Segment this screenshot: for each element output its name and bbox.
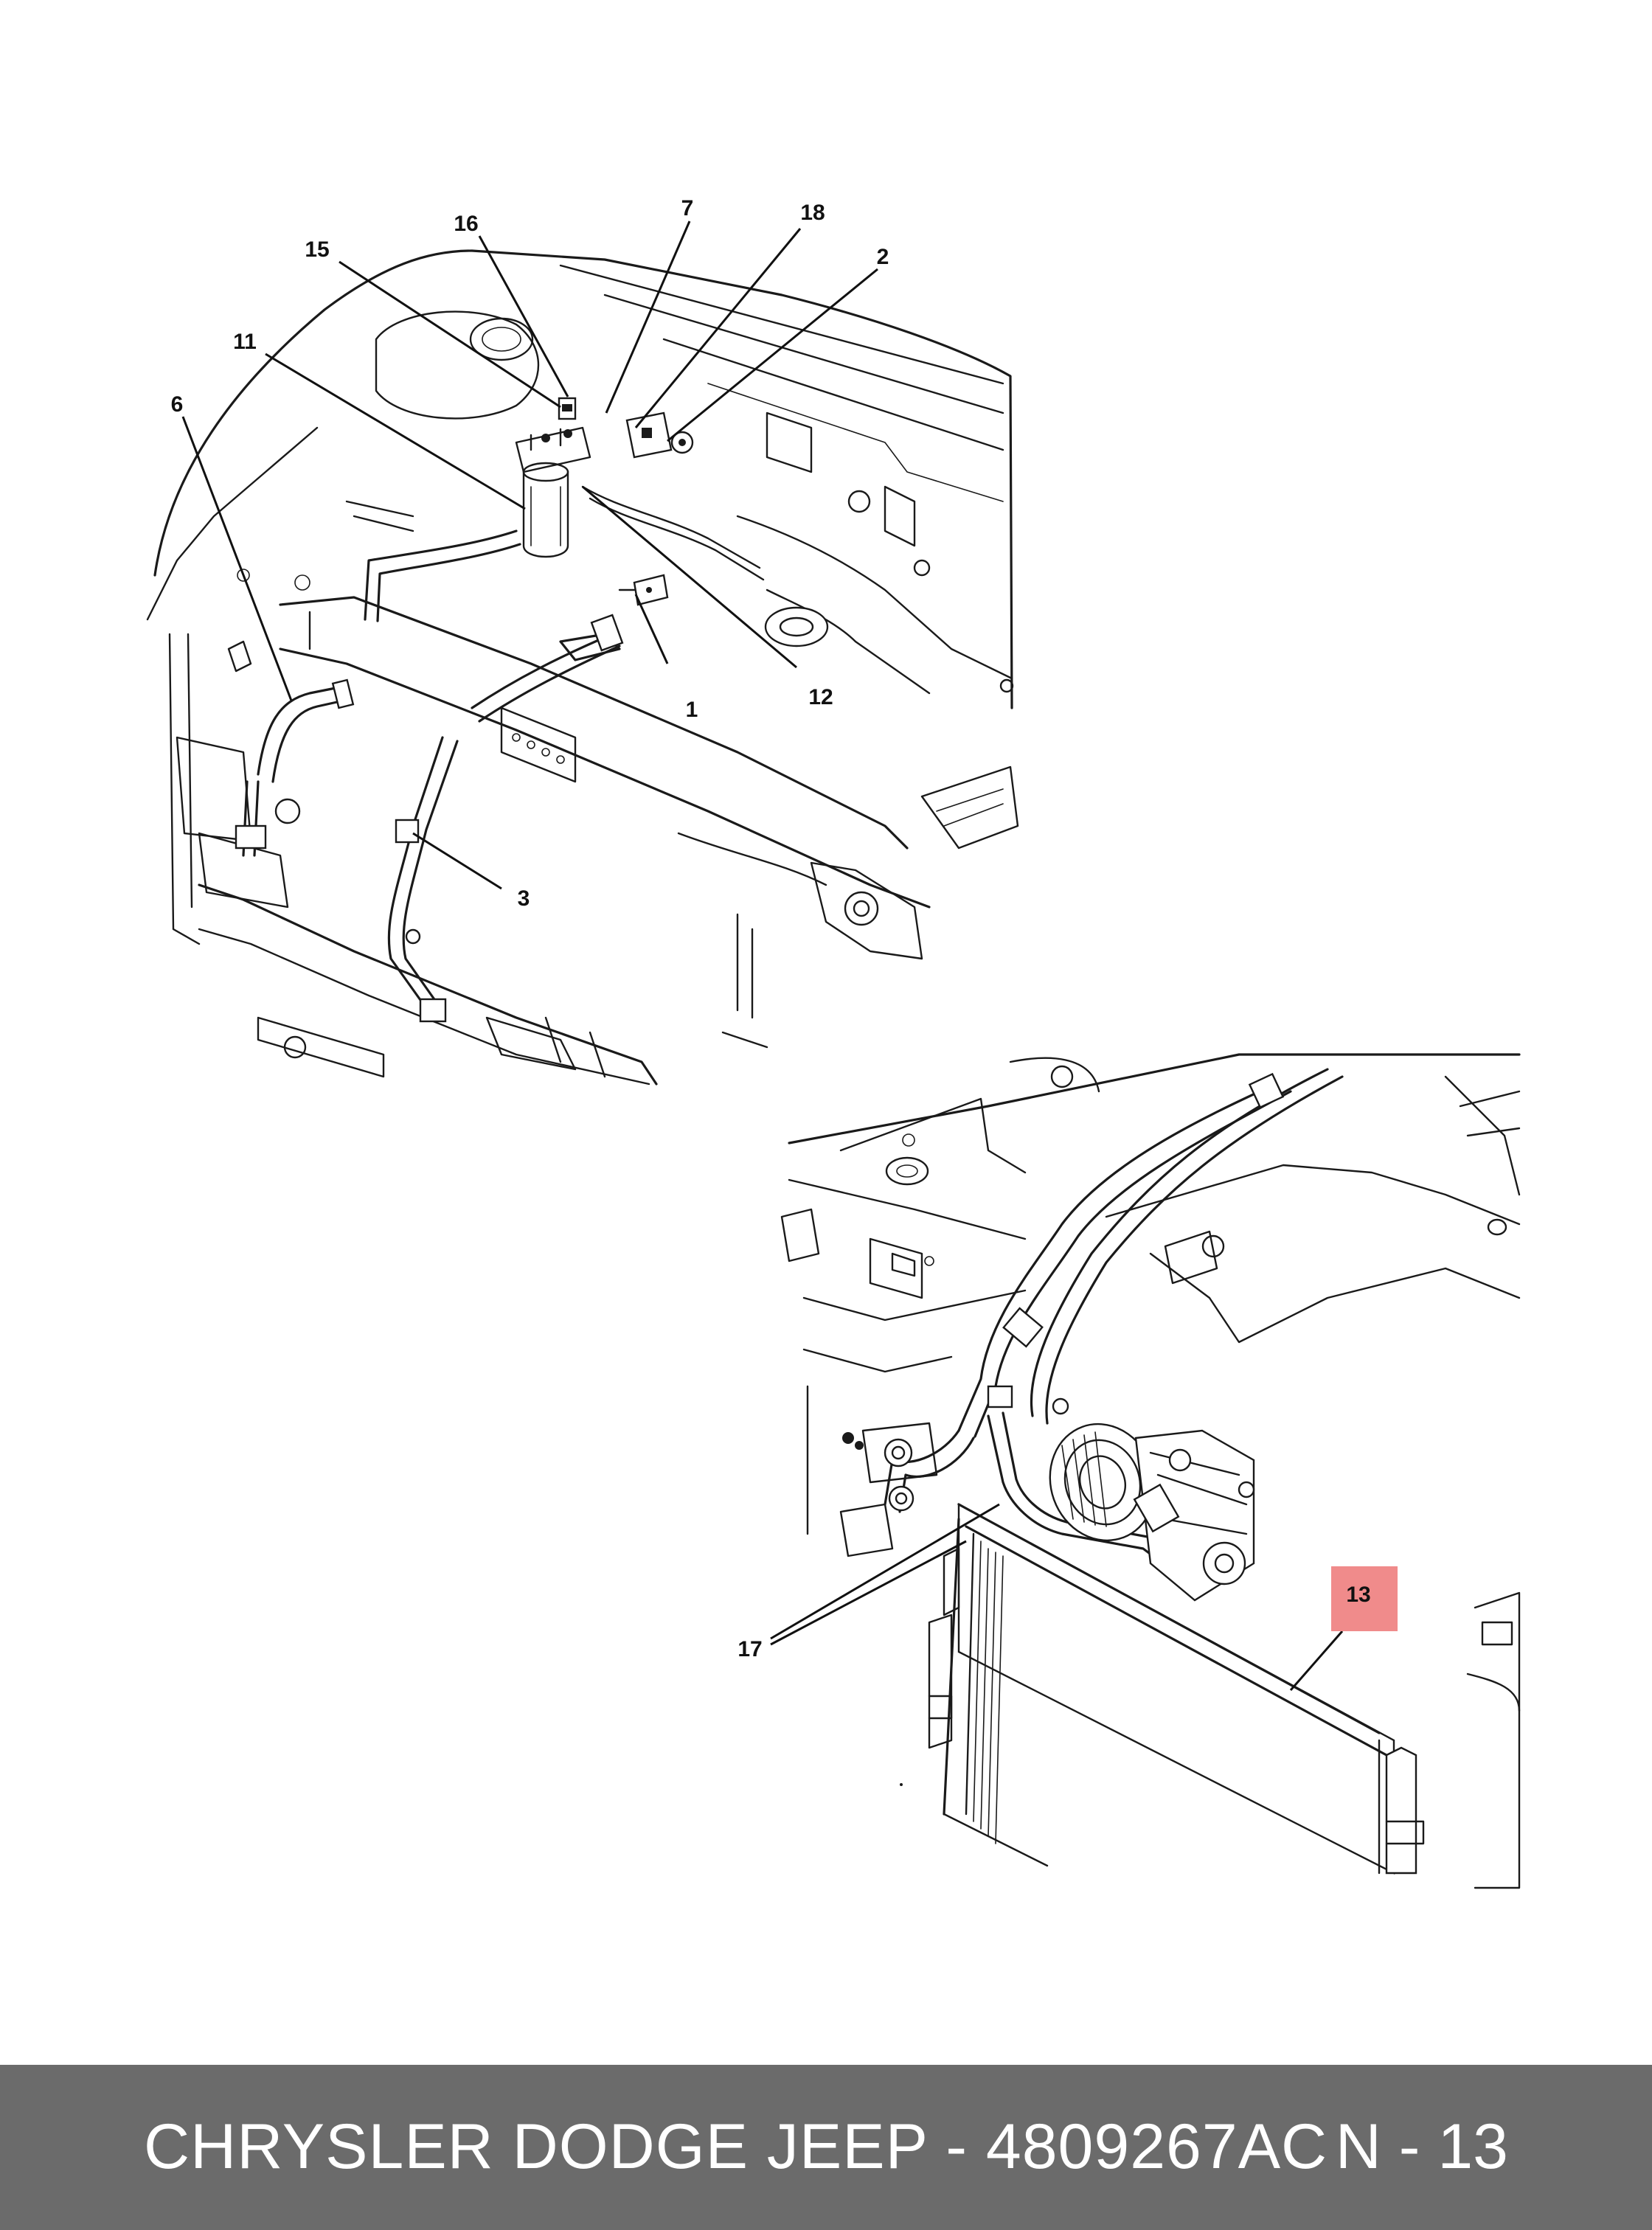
footer-diagram-code: N - 13 — [1335, 2111, 1508, 2182]
callout-11: 11 — [233, 330, 257, 354]
callout-3: 3 — [518, 886, 530, 911]
footer-bar: CHRYSLER DODGE JEEP - 4809267AC N - 13 — [0, 2065, 1652, 2230]
callout-2: 2 — [877, 245, 889, 269]
callout-7: 7 — [681, 196, 694, 220]
callout-labels: 7 18 16 2 15 11 6 12 1 3 17 13 — [171, 196, 1371, 1661]
accumulator — [515, 397, 591, 558]
footer-part-title: CHRYSLER DODGE JEEP - 4809267AC — [144, 2111, 1328, 2182]
callout-16: 16 — [454, 212, 478, 236]
callout-15: 15 — [305, 237, 329, 262]
upper-leader-lines — [181, 220, 878, 890]
lower-condenser-view — [780, 1053, 1521, 1889]
ac-compressor — [1049, 1423, 1255, 1602]
callout-12: 12 — [808, 685, 833, 709]
ac-system-exploded-diagram: 7 18 16 2 15 11 6 12 1 3 17 13 — [146, 196, 1521, 1889]
callout-1: 1 — [686, 698, 698, 722]
callout-13: 13 — [1346, 1583, 1370, 1607]
condenser — [900, 1502, 1425, 1875]
highlight-13 — [1331, 1566, 1398, 1631]
callout-6: 6 — [171, 392, 184, 417]
callout-18: 18 — [800, 201, 825, 225]
upper-front-end-view — [146, 249, 1019, 1086]
callout-17: 17 — [738, 1637, 762, 1661]
lower-leader-lines — [770, 1503, 1344, 1691]
